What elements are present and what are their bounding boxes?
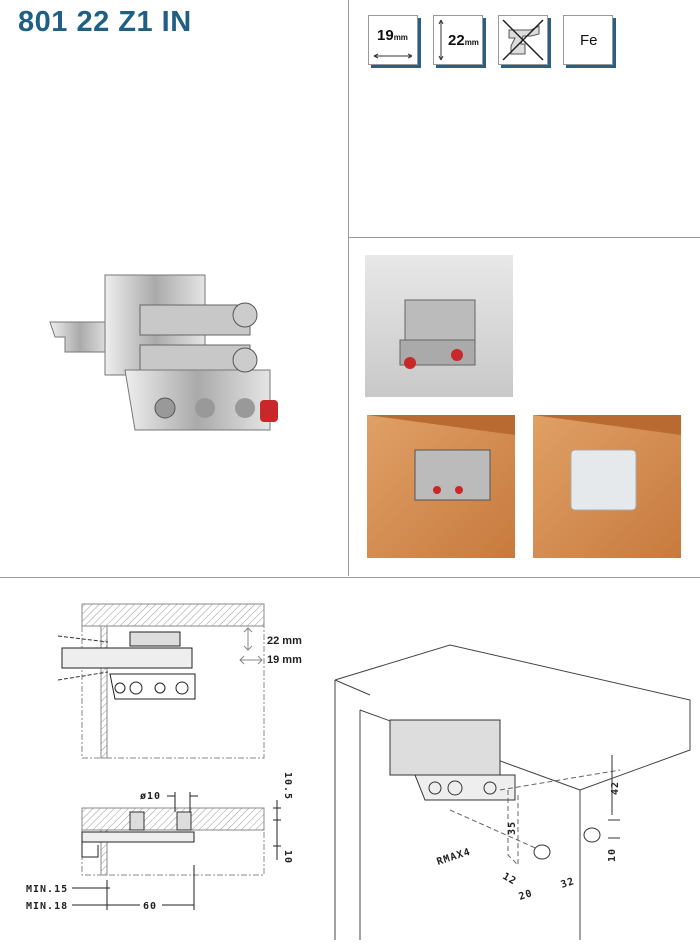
material-fe-icon: Fe (563, 15, 613, 65)
panel-19mm-icon: 19mm (368, 15, 418, 65)
dim-rmax4: RMAX4 (436, 847, 473, 868)
hinge-with-cover-photo (533, 415, 681, 558)
dim-diameter: ø10 (140, 791, 161, 802)
dim-10: 10 (282, 850, 293, 864)
divider (348, 0, 349, 576)
dim-42: 42 (610, 781, 621, 795)
hinge-product-photo (49, 274, 278, 431)
divider (348, 237, 700, 238)
dim-10: 10 (607, 848, 618, 862)
icon-value: 22 (448, 32, 465, 49)
icon-value: Fe (580, 32, 598, 49)
installed-hinge-photo (367, 415, 515, 558)
icon-value: 19 (377, 27, 394, 44)
technical-drawing-isometric: 42 35 10 RMAX4 12 20 32 (334, 644, 691, 940)
technical-drawing-2d: 22 mm 19 mm ø10 10.5 10 MIN.15 MIN.18 60 (26, 603, 302, 912)
icon-unit: mm (464, 38, 479, 47)
dim-min18: MIN.18 (26, 901, 68, 912)
icon-unit: mm (393, 33, 408, 42)
dim-35: 35 (507, 821, 518, 835)
dim-12: 12 (501, 871, 519, 888)
divider (0, 577, 700, 578)
dim-10-5: 10.5 (282, 772, 293, 800)
dim-20: 20 (518, 888, 535, 903)
product-code: 801 22 Z1 IN (18, 6, 192, 38)
dim-min15: MIN.15 (26, 884, 68, 895)
label-19mm: 19 mm (267, 654, 302, 666)
hinge-small-photo (365, 255, 513, 397)
panel-22mm-icon: 22mm (433, 15, 483, 65)
label-22mm: 22 mm (267, 635, 302, 647)
dim-32: 32 (560, 876, 577, 891)
no-drill-icon (498, 15, 548, 65)
dim-60: 60 (143, 901, 157, 912)
